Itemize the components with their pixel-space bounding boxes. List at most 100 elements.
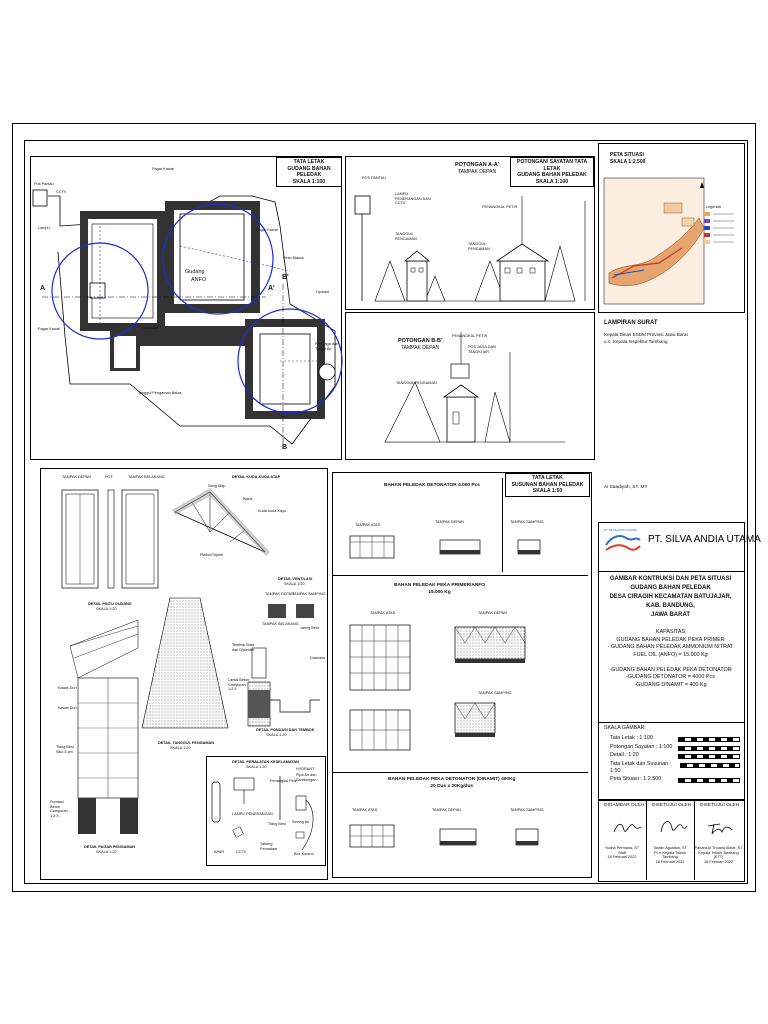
keselamatan-label-cctv: CCTV (236, 850, 247, 854)
pintu-label-depan: TAMPAK DEPAN (62, 475, 91, 479)
pintu-title: DETAIL PINTU GUDANG (88, 602, 132, 606)
label-pintu-masuk: Pintu Masuk (283, 256, 304, 260)
keselamatan-title: DETAIL PERALATAN KESELAMATAN (232, 760, 299, 764)
pagar-label-2: Kawat Duri (58, 706, 77, 710)
ventilasi-label-jaring: Jaring Besi (300, 626, 319, 630)
label-lampu: Lampu (38, 226, 50, 230)
ventilasi-title: DETAIL VENTILASI (278, 577, 313, 581)
lampiran-title: LAMPIRAN SURAT (604, 320, 658, 326)
skala-row: Peta Situasi : 1:2.500 (610, 776, 740, 783)
skala-title: SKALA GAMBAR: (604, 725, 646, 731)
pondasi-tembok-drawing (247, 647, 320, 727)
keselamatan-label-pipa: Pipa Air dan Sambungan (296, 773, 317, 782)
keselamatan-label-tiang: Tiang Besi (268, 822, 286, 826)
section-aa-title: POTONGAN A-A' (455, 162, 500, 168)
detonator-building-ring (245, 319, 325, 419)
ventilasi-label-belakang: TAMPAK BELAKANG (262, 622, 299, 626)
skala-rows: Tata Letak : 1:100 Potongan Sayatan : 1:… (610, 735, 740, 785)
keselamatan-drawing (211, 776, 314, 851)
ventilasi-label-samping: TAMPAK SAMPING (292, 592, 326, 596)
skala-row: Tata Letak dan Susunan : 1:50 (610, 761, 740, 775)
label-hydrant: Hydrant (316, 290, 330, 294)
susunan-dinamit-view-depan: TAMPAK DEPAN (432, 808, 461, 812)
pagar-title: DETAIL PAGAR PENGAMAN (84, 845, 136, 849)
skala-block (598, 722, 745, 800)
susunan-detonator-view-atas: TAMPAK ATAS (355, 523, 381, 527)
section-aa-lampu: LAMPU PENERANGAN DAN CCTV (395, 192, 431, 205)
ventilasi-scale: SKALA 1:20 (284, 582, 305, 586)
susunan-dinamit-title: BAHAN PELEDAK PEKA DETONATOR (DINAMIT) 4… (388, 777, 516, 789)
kuda-label-seng: Seng Atap (208, 484, 226, 488)
site-plan-panel (30, 156, 342, 460)
sig-header-3: DISETUJUI OLEH : (700, 803, 742, 808)
pagar-label-1: Kawat Duri (58, 686, 77, 690)
section-bb-penangkal: PENANGKAL PETIR (452, 334, 488, 338)
skala-row: Detail : 1:20 (610, 752, 740, 759)
company-logo-text: PT SILVA ANDIA UTAMA (604, 528, 638, 532)
skala-row: Tata Letak : 1:100 (610, 735, 740, 742)
pondasi-label-tembok: Tembok Bata dan Diplester (232, 643, 255, 652)
section-bb-title: POTONGAN B-B' (398, 338, 443, 344)
keselamatan-label-tabung: Tabung Pemadam (260, 842, 278, 851)
keselamatan-label-box: Box Kontrol (294, 852, 314, 856)
keselamatan-label-lampu: LAMPU PENERANGAN (232, 812, 273, 816)
section-bb-subtitle: TAMPAK DEPAN (401, 345, 440, 351)
susunan-detonator-drawing (349, 535, 541, 559)
site-plan-drawing (32, 189, 343, 446)
susunan-dinamit-drawing (349, 824, 539, 848)
section-aa-drawing (354, 195, 586, 302)
kapasitas-block: KAPASITAS GUDANG BAHAN PELEDAK PEKA PRIM… (607, 629, 734, 688)
pondasi-scale: SKALA 1:20 (266, 733, 287, 737)
label-drainase: Drainase (143, 326, 159, 330)
section-aa-panel (345, 156, 595, 310)
label-pagar-kawat-left: Pagar Kawat (38, 327, 60, 331)
keselamatan-label-hydrant: HYDRANT (296, 767, 315, 771)
section-aa-tanggul1: TANGGUL PENGAMAN (395, 232, 417, 241)
susunan-anfo-panel (332, 575, 588, 773)
peta-legend (704, 212, 734, 244)
company-logo-icon (605, 535, 641, 551)
tanggul-pengaman-drawing (141, 597, 229, 729)
label-tanggul: Tanggul Pengaman Batas (138, 391, 182, 395)
pondasi-label-drainase: Drainase (310, 656, 326, 660)
label-pos-jaga: Pos Jaga dan Tangki Air (315, 342, 339, 351)
company-header (598, 522, 745, 572)
peta-legend-title: Legenda (706, 205, 721, 209)
susunan-anfo-drawing (349, 624, 526, 751)
lampiran-signer: Ai Saadiyah, ST. MT (604, 485, 648, 490)
pagar-label-4: Pondasi Beton Campuran 1:2:3 (50, 800, 68, 818)
sheet-border (12, 123, 756, 892)
pagar-scale: SKALA 1:20 (96, 850, 117, 854)
section-bb-tanggul: TANGGUL PENGAMAN (396, 381, 437, 385)
pintu-label-pot: POT. (105, 475, 114, 479)
left-building-ring (80, 211, 165, 331)
susunan-detonator-panel (332, 478, 503, 572)
section-bb-pos-jaga: POS JAGA DAN TANGKI AIR (468, 345, 496, 354)
pagar-pengaman-drawing (69, 619, 139, 834)
ventilasi-label-depan: TAMPAK DEPAN (265, 592, 294, 596)
peta-situasi-map (603, 177, 705, 305)
signature-divider-1 (646, 800, 647, 880)
label-pagar-kawat-right: Pagar Kawat (256, 228, 278, 232)
susunan-anfo-view-samping: TAMPAK SAMPING (478, 691, 512, 695)
section-bb-drawing (384, 332, 565, 443)
keselamatan-label-selang: Selang Air (292, 820, 310, 824)
label-cctv: CCTV (56, 190, 67, 194)
label-pagar-kawat-top: Pagar Kawat (152, 167, 174, 171)
signature-1-icon (613, 823, 642, 833)
label-section-b2: B' (282, 274, 289, 281)
ventilasi-drawing (268, 604, 314, 618)
kuda-label-kayu: Kuda-kuda Kayu (258, 509, 287, 513)
lampiran-line2: u.n. Kepala Inspektur Tambang (604, 339, 668, 344)
pintu-scale: SKALA 1:20 (96, 607, 117, 611)
drawing-area-border (24, 140, 748, 884)
kuda-title: DETAIL KUDA-KUDA ATAP (232, 475, 281, 479)
section-aa-pos-pantau: POS PANTAU (362, 176, 386, 180)
